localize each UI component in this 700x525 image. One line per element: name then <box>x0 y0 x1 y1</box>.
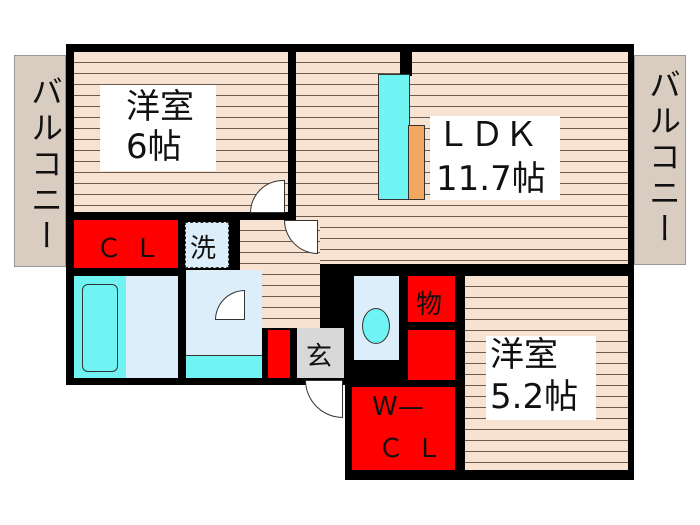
closet <box>74 220 178 268</box>
ldk-name: ＬＤＫ <box>436 115 538 155</box>
room2-name: 洋室 <box>490 335 558 375</box>
balcony-left-label: バルコニー <box>26 75 64 255</box>
room1-size: 6帖 <box>126 127 182 167</box>
balcony-right <box>628 49 692 271</box>
shoe-cabinet <box>268 330 290 378</box>
balcony-right-label: バルコニー <box>644 68 682 248</box>
entrance-label: 玄 <box>306 342 333 372</box>
stove-icon <box>408 125 425 200</box>
wic-label-2: ＣＬ <box>378 434 455 464</box>
balcony-left <box>8 49 72 273</box>
walk-in-closet <box>352 387 455 470</box>
kitchen-counter <box>378 74 410 200</box>
storage <box>408 276 455 322</box>
room1-name: 洋室 <box>122 88 198 126</box>
storage-label: 物 <box>416 290 443 320</box>
sink-icon <box>186 355 262 378</box>
ldk-size: 11.7帖 <box>436 159 546 199</box>
entrance <box>297 328 344 378</box>
washer-space <box>185 222 229 268</box>
walk-in-closet-upper <box>408 330 455 380</box>
room2-size: 5.2帖 <box>490 377 579 417</box>
toilet-icon <box>362 308 390 344</box>
wic-label-1: W— <box>372 392 424 422</box>
washer-label: 洗 <box>190 234 217 264</box>
closet-label: ＣＬ <box>96 234 173 264</box>
